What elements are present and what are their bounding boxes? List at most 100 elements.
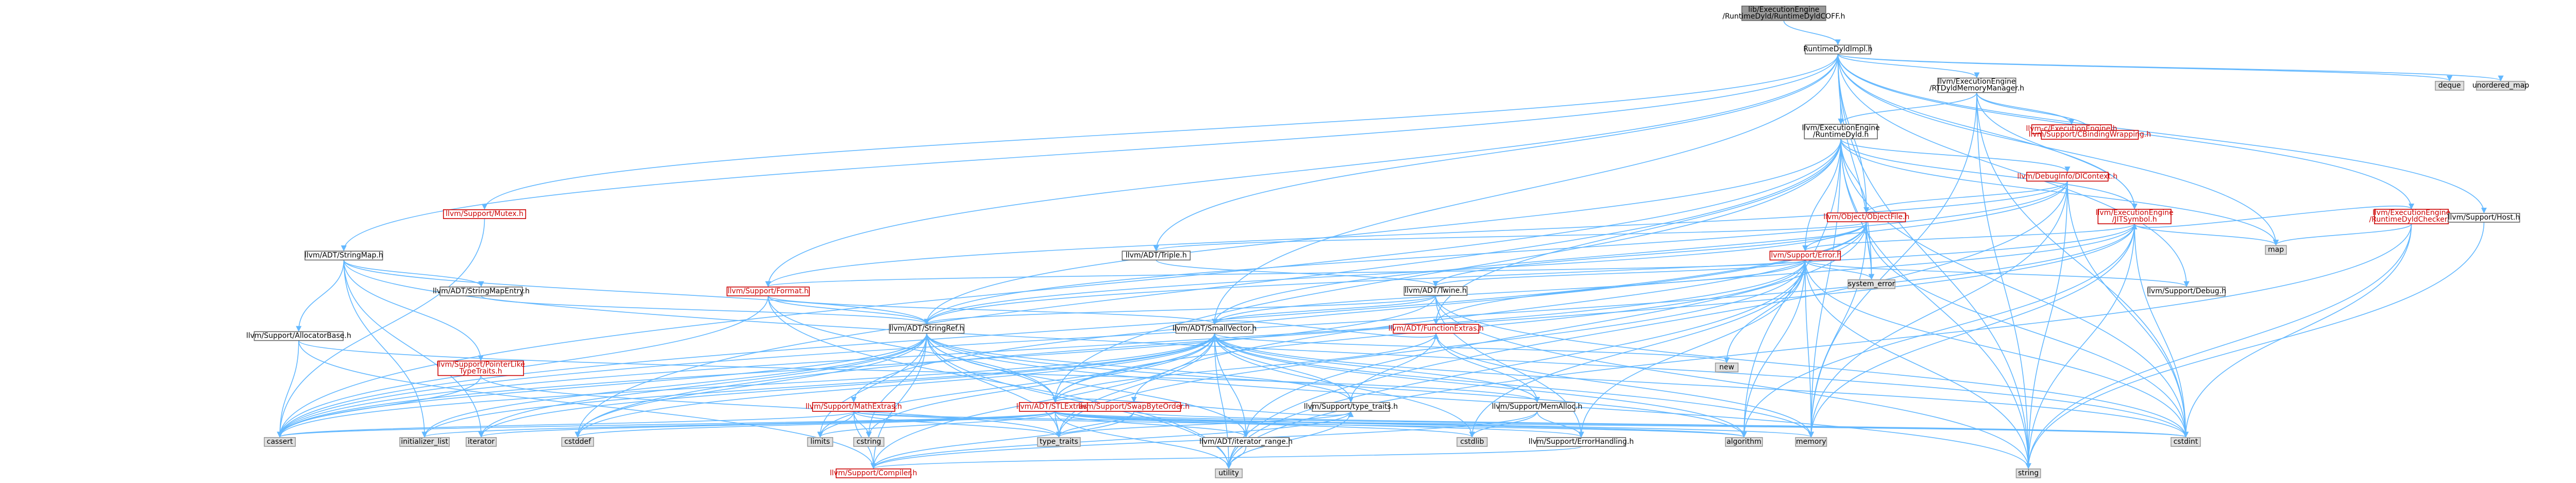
- edge-mathextras-to-type_traits: [853, 411, 1062, 438]
- node-allocbase[interactable]: llvm/Support/AllocatorBase.h: [246, 331, 351, 341]
- node-initlist[interactable]: initializer_list: [399, 437, 450, 447]
- node-memalloc[interactable]: llvm/Support/MemAlloc.h: [1492, 402, 1583, 412]
- edge-checker-to-map: [2273, 223, 2412, 246]
- node-iterrange[interactable]: llvm/ADT/iterator_range.h: [1199, 437, 1293, 447]
- edge-objfile-to-triple: [1154, 221, 1867, 252]
- node-label: llvm/Support/SwapByteOrder.h: [1078, 403, 1190, 411]
- node-type-traits[interactable]: type_traits: [1037, 437, 1081, 447]
- edge-strref-to-algorithm: [926, 333, 1747, 438]
- node-memory[interactable]: memory: [1795, 437, 1827, 447]
- node-strref[interactable]: llvm/ADT/StringRef.h: [889, 324, 965, 334]
- edge-impl-to-string: [1837, 54, 2031, 469]
- node-root[interactable]: lib/ExecutionEngine/RuntimeDyld/RuntimeD…: [1722, 6, 1845, 21]
- node-string[interactable]: string: [2015, 468, 2041, 478]
- node-swapbyte[interactable]: llvm/Support/SwapByteOrder.h: [1078, 402, 1190, 412]
- edge-strref-to-utility: [926, 333, 1232, 469]
- edge-twine-to-cassert: [277, 295, 1436, 438]
- node-cassert[interactable]: cassert: [264, 437, 296, 447]
- node-map[interactable]: map: [2265, 245, 2287, 255]
- edge-dictx-to-utility: [1226, 181, 2068, 469]
- node-box: [853, 437, 885, 447]
- node-label: llvm/Support/type_traits.h: [1304, 403, 1398, 411]
- node-compiler[interactable]: llvm/Support/Compiler.h: [830, 468, 918, 478]
- node-dictx[interactable]: llvm/DebugInfo/DIContext.h: [2017, 172, 2117, 182]
- node-label: llvm/Support/Debug.h: [2147, 287, 2226, 295]
- node-checker[interactable]: llvm/ExecutionEngine/RuntimeDyldChecker.…: [2369, 209, 2454, 224]
- edge-checker-to-utility: [1226, 224, 2412, 469]
- edge-host-to-string: [2025, 222, 2485, 469]
- node-mathextras[interactable]: llvm/Support/MathExtras.h: [806, 402, 902, 412]
- node-smallvec[interactable]: llvm/ADT/SmallVector.h: [1173, 324, 1257, 334]
- edge-stlextras-to-cstddef: [575, 411, 1056, 438]
- edge-jitsymbol-to-error: [1802, 223, 2135, 252]
- node-mapentry[interactable]: llvm/ADT/StringMapEntry.h: [433, 286, 530, 296]
- node-deque[interactable]: deque: [2435, 80, 2465, 91]
- node-label: llvm/ExecutionEngine: [1938, 78, 2015, 86]
- node-label: TypeTraits.h: [459, 367, 502, 375]
- node-iterator[interactable]: iterator: [465, 437, 497, 447]
- node-box: [2147, 286, 2226, 296]
- node-errhandling[interactable]: llvm/Support/ErrorHandling.h: [1529, 437, 1634, 447]
- node-cstdint[interactable]: cstdint: [2171, 437, 2201, 447]
- node-label: llvm/ExecutionEngine: [2372, 209, 2450, 217]
- node-label: llvm/ExecutionEngine: [1802, 124, 1880, 132]
- node-rtdyld[interactable]: llvm/ExecutionEngine/RuntimeDyld.h: [1802, 124, 1880, 140]
- node-box: [2041, 130, 2139, 140]
- node-twine[interactable]: llvm/ADT/Twine.h: [1403, 286, 1468, 296]
- node-label: lib/ExecutionEngine: [1748, 6, 1819, 14]
- node-label: /RuntimeDyld.h: [1813, 130, 1869, 139]
- node-box: [465, 437, 497, 447]
- node-mcjit[interactable]: llvm/ExecutionEngine/RTDyldMemoryManager…: [1929, 78, 2024, 93]
- edge-format-to-strref: [768, 295, 930, 325]
- edge-ptrlike-to-cassert: [277, 375, 481, 438]
- node-box: [2265, 245, 2287, 255]
- node-new[interactable]: new: [1715, 362, 1739, 373]
- node-syserr[interactable]: system_error: [1848, 279, 1895, 289]
- edge-objfile-to-cstdint: [1866, 222, 2189, 438]
- node-unordered-map[interactable]: unordered_map: [2472, 80, 2529, 91]
- node-label: llvm/Support/Error.h: [1769, 251, 1842, 259]
- node-box: [437, 360, 524, 376]
- edge-functional-to-typetraits: [1348, 333, 1437, 403]
- edge-dictx-to-smallvec: [1211, 181, 2068, 325]
- node-label: string: [2018, 469, 2039, 477]
- node-host[interactable]: llvm/Support/Host.h: [2448, 213, 2520, 223]
- node-format[interactable]: llvm/Support/Format.h: [726, 286, 810, 296]
- node-functional[interactable]: llvm/ADT/FunctionExtras.h: [1388, 324, 1484, 334]
- edge-stringmap-to-cstdint: [343, 260, 2189, 438]
- edge-stlextras-to-errhandling: [1055, 411, 1584, 438]
- node-cstdlib[interactable]: cstdlib: [1456, 437, 1488, 447]
- node-triple[interactable]: llvm/ADT/Triple.h: [1122, 251, 1191, 261]
- node-stringmap[interactable]: llvm/ADT/StringMap.h: [304, 251, 383, 261]
- node-mutex[interactable]: llvm/Support/Mutex.h: [443, 209, 527, 219]
- edge-checker-to-jitsymbol: [2131, 205, 2412, 230]
- edge-functional-to-memory: [1435, 333, 1814, 438]
- node-algorithm[interactable]: algorithm: [1725, 437, 1763, 447]
- edge-smallvec-to-algorithm: [1214, 333, 1747, 438]
- node-debug[interactable]: llvm/Support/Debug.h: [2147, 286, 2226, 296]
- node-objfile[interactable]: llvm/Object/ObjectFile.h: [1823, 212, 1909, 223]
- node-stlextras[interactable]: llvm/ADT/STLExtras.h: [1016, 402, 1094, 412]
- node-utility[interactable]: utility: [1215, 468, 1243, 478]
- node-label: llvm/Support/Host.h: [2448, 213, 2520, 222]
- edge-smallvec-to-new: [1214, 332, 1730, 363]
- edge-dictx-to-cstdint: [2067, 181, 2189, 438]
- edge-rtdyld-to-cstdint: [1840, 139, 2189, 438]
- node-impl[interactable]: RuntimeDyldImpl.h: [1803, 44, 1872, 55]
- edge-allocbase-to-cassert: [277, 340, 299, 438]
- node-jitsymbol[interactable]: llvm/ExecutionEngine/JITSymbol.h: [2096, 209, 2174, 224]
- node-typetraits[interactable]: llvm/Support/type_traits.h: [1304, 402, 1398, 412]
- node-limits[interactable]: limits: [807, 437, 834, 447]
- node-cstddef[interactable]: cstddef: [561, 437, 595, 447]
- node-box: [399, 437, 450, 447]
- edge-mcjit-to-memory: [1808, 92, 1977, 438]
- edge-stringmap-to-initlist: [343, 260, 428, 438]
- edge-swapbyte-to-cstdint: [1133, 411, 2189, 438]
- node-label: llvm/Support/MemAlloc.h: [1492, 403, 1583, 411]
- node-error[interactable]: llvm/Support/Error.h: [1769, 251, 1842, 261]
- node-cstring[interactable]: cstring: [853, 437, 885, 447]
- node-cbinding[interactable]: llvm/Support/CBindingWrapping.h: [2029, 130, 2151, 140]
- edge-smallvec-to-functional: [1214, 320, 1439, 339]
- edge-error-to-utility: [1226, 260, 1806, 469]
